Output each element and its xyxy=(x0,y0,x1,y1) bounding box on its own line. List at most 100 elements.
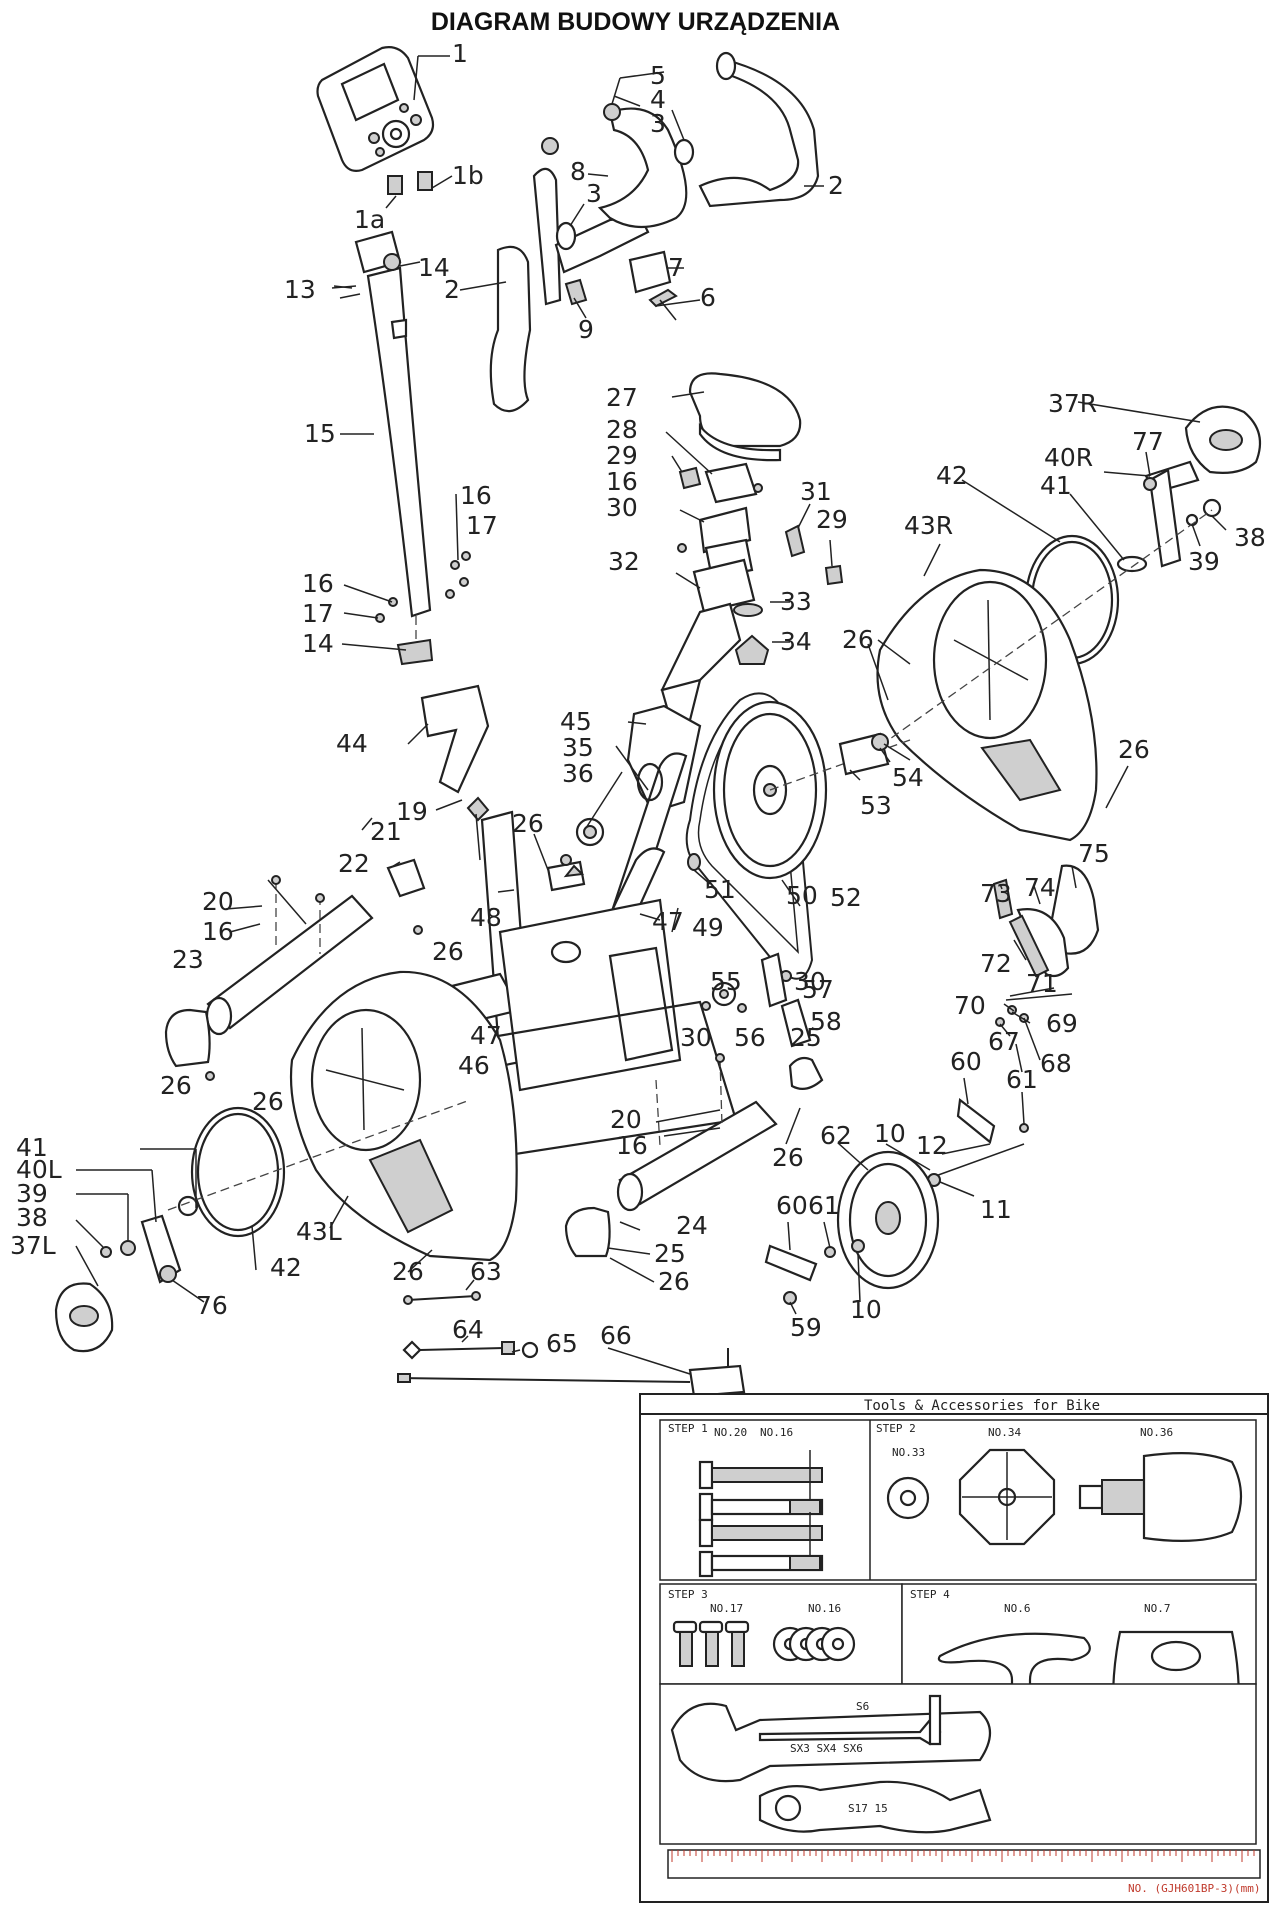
part-label: 27 xyxy=(606,383,638,412)
part-label: 39 xyxy=(16,1179,48,1208)
part-label: 38 xyxy=(16,1203,48,1232)
part-label: 34 xyxy=(780,627,812,656)
part-label: 73 xyxy=(980,879,1012,908)
part-label: 1 xyxy=(452,39,468,68)
part-label: 26 xyxy=(252,1087,284,1116)
handlebar-post-part xyxy=(331,230,471,666)
tools-title: Tools & Accessories for Bike xyxy=(864,1398,1100,1414)
part-label: 20 xyxy=(610,1105,642,1134)
part-label: 46 xyxy=(458,1051,490,1080)
part-label: 71 xyxy=(1026,969,1058,998)
front-stabilizer-part xyxy=(164,858,426,1081)
part-label: 61 xyxy=(1006,1065,1038,1094)
part-label: 39 xyxy=(1188,547,1220,576)
part-label: 53 xyxy=(860,791,892,820)
knob34-label: NO.34 xyxy=(988,1426,1021,1439)
part-label: 41 xyxy=(16,1133,48,1162)
part-label: 35 xyxy=(562,733,594,762)
part-label: 30 xyxy=(680,1023,712,1052)
part-label: 58 xyxy=(810,1007,842,1036)
part-label: 60 xyxy=(950,1047,982,1076)
part-label: 37L xyxy=(10,1231,56,1260)
part-label: 10 xyxy=(874,1119,906,1148)
part-label: 8 xyxy=(570,157,586,186)
wrench-spanner-label: S17 15 xyxy=(848,1802,888,1815)
part-label: 26 xyxy=(842,625,874,654)
tools-accessories-panel: Tools & Accessories for Bike STEP 1 STEP… xyxy=(639,1393,1269,1903)
part-label: 1b xyxy=(452,161,484,190)
part-label: 4 xyxy=(650,85,666,114)
part-label: 62 xyxy=(820,1121,852,1150)
flywheel-part xyxy=(685,692,911,980)
part-label: 16 xyxy=(616,1131,648,1160)
part-label: 43R xyxy=(904,511,953,540)
part-label: 12 xyxy=(916,1131,948,1160)
washer33-label: NO.33 xyxy=(892,1446,925,1459)
part-label: 41 xyxy=(1040,471,1072,500)
part-label: 48 xyxy=(470,903,502,932)
part-label: 17 xyxy=(302,599,334,628)
part-label: 29 xyxy=(606,441,638,470)
part-label: 17 xyxy=(466,511,498,540)
part-label: 50 xyxy=(786,881,818,910)
leader-lines xyxy=(75,55,1227,1375)
part-label: 74 xyxy=(1024,873,1056,902)
pedal7-label: NO.7 xyxy=(1144,1602,1171,1615)
part-label: 67 xyxy=(988,1027,1020,1056)
part-label: 75 xyxy=(1078,839,1110,868)
step3-label: STEP 3 xyxy=(668,1588,708,1601)
part-label: 77 xyxy=(1132,427,1164,456)
part-label: 22 xyxy=(338,849,370,878)
part-labels: 1 1b 1a 5 4 3 2 8 3 7 6 9 2 14 13 15 16 … xyxy=(10,39,1266,1358)
part-label: 42 xyxy=(936,461,968,490)
part-label: 64 xyxy=(452,1315,484,1344)
part-label: 47 xyxy=(470,1021,502,1050)
part-label: 54 xyxy=(892,763,924,792)
part-label: 15 xyxy=(304,419,336,448)
resistance-part xyxy=(701,864,1100,1048)
part-label: 72 xyxy=(980,949,1012,978)
wrench-tools: S6 SX3 SX4 SX6 S17 15 xyxy=(670,1694,992,1834)
part-label: 38 xyxy=(1234,523,1266,552)
part-label: 2 xyxy=(828,171,844,200)
washer16-label: NO.16 xyxy=(760,1426,793,1439)
part-label: 26 xyxy=(1118,735,1150,764)
knob36-label: NO.36 xyxy=(1140,1426,1173,1439)
part-label: 16 xyxy=(302,569,334,598)
part-label: 43L xyxy=(296,1217,342,1246)
cables-part xyxy=(397,1291,746,1398)
handlebar-part xyxy=(489,51,820,413)
part-label: 40L xyxy=(16,1155,62,1184)
part-label: 26 xyxy=(772,1143,804,1172)
part-label: 47 xyxy=(652,907,684,936)
part-label: 3 xyxy=(650,109,666,138)
seat-part xyxy=(660,372,844,722)
part-label: 24 xyxy=(676,1211,708,1240)
part-label: 59 xyxy=(790,1313,822,1342)
part-label: 31 xyxy=(800,477,832,506)
part-label: 63 xyxy=(470,1257,502,1286)
wrench-hex-label: SX3 SX4 SX6 xyxy=(790,1742,863,1755)
step3-parts xyxy=(672,1620,856,1667)
part-label: 9 xyxy=(578,315,594,344)
step2-label: STEP 2 xyxy=(876,1422,916,1435)
bolt20-label: NO.20 xyxy=(714,1426,747,1439)
part-label: 2 xyxy=(444,275,460,304)
part-label: 76 xyxy=(196,1291,228,1320)
part-label: 61 xyxy=(808,1191,840,1220)
part-label: 5 xyxy=(650,61,666,90)
part-label: 65 xyxy=(546,1329,578,1358)
part-label: 16 xyxy=(460,481,492,510)
part-label: 42 xyxy=(270,1253,302,1282)
part-label: 26 xyxy=(658,1267,690,1296)
part-label: 13 xyxy=(284,275,316,304)
part-label: 69 xyxy=(1046,1009,1078,1038)
part-label: 6 xyxy=(700,283,716,312)
part-label: 26 xyxy=(432,937,464,966)
part-label: 26 xyxy=(392,1257,424,1286)
part-label: 57 xyxy=(802,975,834,1004)
wrench-s6-label: S6 xyxy=(856,1700,869,1713)
part-label: 14 xyxy=(302,629,334,658)
ruler xyxy=(667,1849,1261,1879)
